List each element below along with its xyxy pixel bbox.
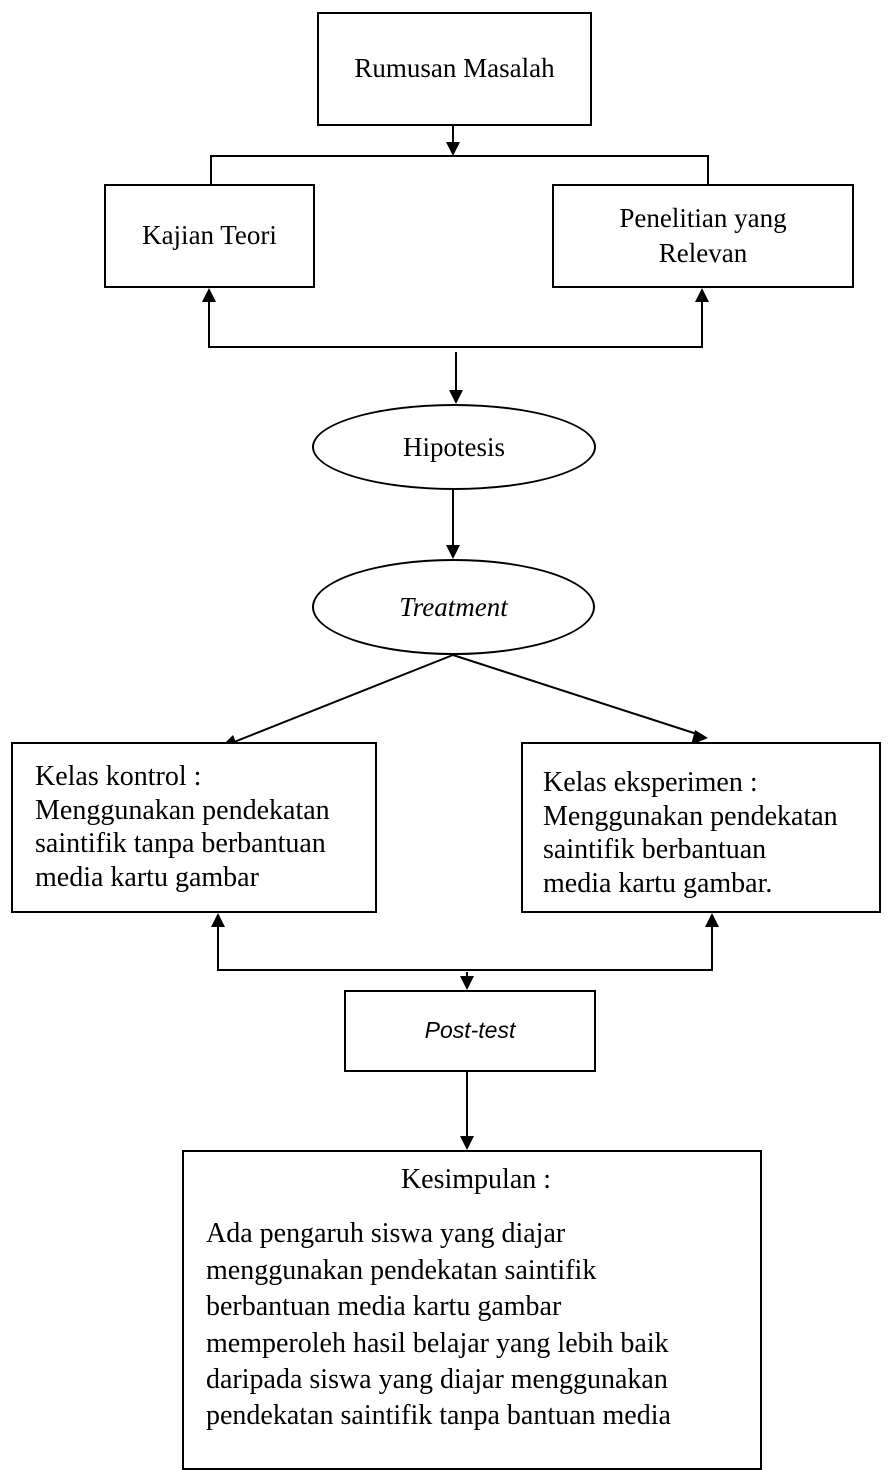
text-line: berbantuan media kartu gambar — [206, 1291, 562, 1323]
connector-line — [217, 925, 713, 971]
node-title: Kesimpulan : — [400, 1164, 552, 1195]
text-line: Kelas eksperimen : — [543, 767, 758, 798]
arrow-head — [691, 730, 708, 745]
node-hipotesis: Hipotesis — [312, 404, 596, 490]
node-label: Kajian Teori — [142, 220, 277, 251]
text-line: saintifik berbantuan — [543, 834, 767, 866]
connector-line — [228, 654, 454, 745]
text-line: daripada siswa yang diajar menggunakan — [206, 1363, 668, 1395]
node-label: Hipotesis — [402, 431, 505, 462]
node-treatment: Treatment — [312, 559, 595, 655]
node-post-test: Post-test — [344, 990, 596, 1072]
node-kelas-kontrol: Kelas kontrol : Menggunakan pendekatan s… — [11, 742, 377, 913]
text-line: Menggunakan pendekatan — [35, 794, 330, 826]
arrow-head — [460, 1136, 474, 1150]
text-line: memperoleh hasil belajar yang lebih baik — [206, 1327, 669, 1359]
connector-line — [452, 654, 701, 736]
text-line: menggunakan pendekatan saintifik — [206, 1254, 597, 1286]
text-line: media kartu gambar — [35, 861, 259, 893]
node-kelas-eksperimen: Kelas eksperimen : Menggunakan pendekata… — [521, 742, 881, 913]
text-line: pendekatan saintifik tanpa bantuan media — [206, 1400, 671, 1432]
text-line: Kelas kontrol : — [35, 761, 202, 792]
node-label: Treatment — [399, 591, 508, 622]
arrow-head — [460, 976, 474, 990]
arrow-head — [705, 913, 719, 927]
arrow-head — [446, 142, 460, 156]
connector-line — [208, 300, 703, 348]
arrow-head — [695, 288, 709, 302]
node-label: Post-test — [424, 1017, 516, 1044]
node-label: Rumusan Masalah — [354, 53, 555, 84]
node-kajian-teori: Kajian Teori — [104, 184, 315, 288]
arrow-head — [202, 288, 216, 302]
text-line: Ada pengaruh siswa yang diajar — [206, 1218, 566, 1250]
arrow-head — [211, 913, 225, 927]
connector-line — [210, 155, 709, 184]
node-penelitian-relevan: Penelitian yang Relevan — [552, 184, 854, 288]
arrow-head — [449, 390, 463, 404]
arrow-head — [446, 545, 460, 559]
text-line: Menggunakan pendekatan — [543, 800, 838, 832]
node-label: Penelitian yang Relevan — [619, 202, 787, 268]
node-kesimpulan: Kesimpulan : Ada pengaruh siswa yang dia… — [182, 1150, 762, 1470]
node-rumusan-masalah: Rumusan Masalah — [317, 12, 592, 126]
text-line: saintifik tanpa berbantuan — [35, 828, 326, 860]
text-line: media kartu gambar. — [543, 867, 773, 899]
